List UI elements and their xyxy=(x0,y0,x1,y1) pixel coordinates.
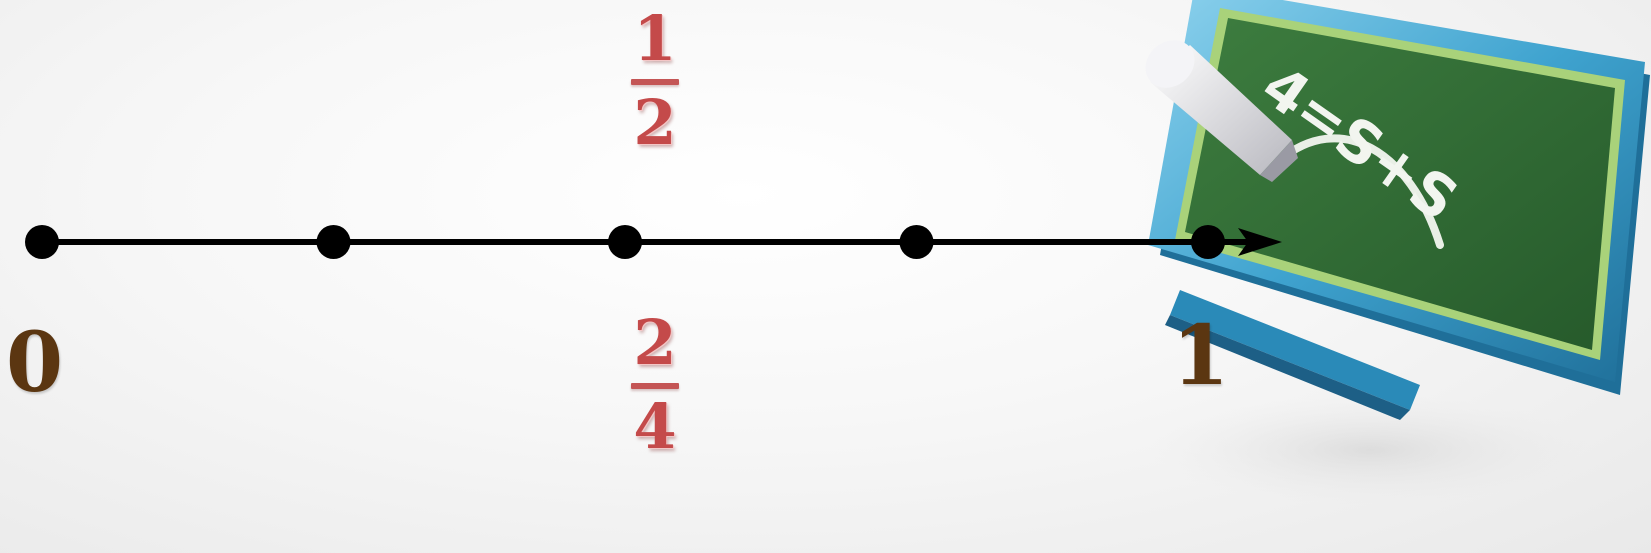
fraction-one-half: 1 2 xyxy=(605,8,705,154)
fraction-bar xyxy=(631,79,679,85)
numerator: 2 xyxy=(633,312,676,374)
start-label: 0 xyxy=(6,322,63,404)
number-line-point xyxy=(608,225,642,259)
number-line-point xyxy=(317,225,351,259)
denominator: 4 xyxy=(633,396,676,458)
numerator: 1 xyxy=(633,8,676,70)
denominator: 2 xyxy=(633,92,676,154)
fraction-bar xyxy=(631,383,679,389)
number-line-point xyxy=(1191,225,1225,259)
end-label: 1 xyxy=(1172,315,1229,397)
number-line-point xyxy=(900,225,934,259)
number-line-point xyxy=(25,225,59,259)
fraction-two-fourths: 2 4 xyxy=(605,312,705,458)
